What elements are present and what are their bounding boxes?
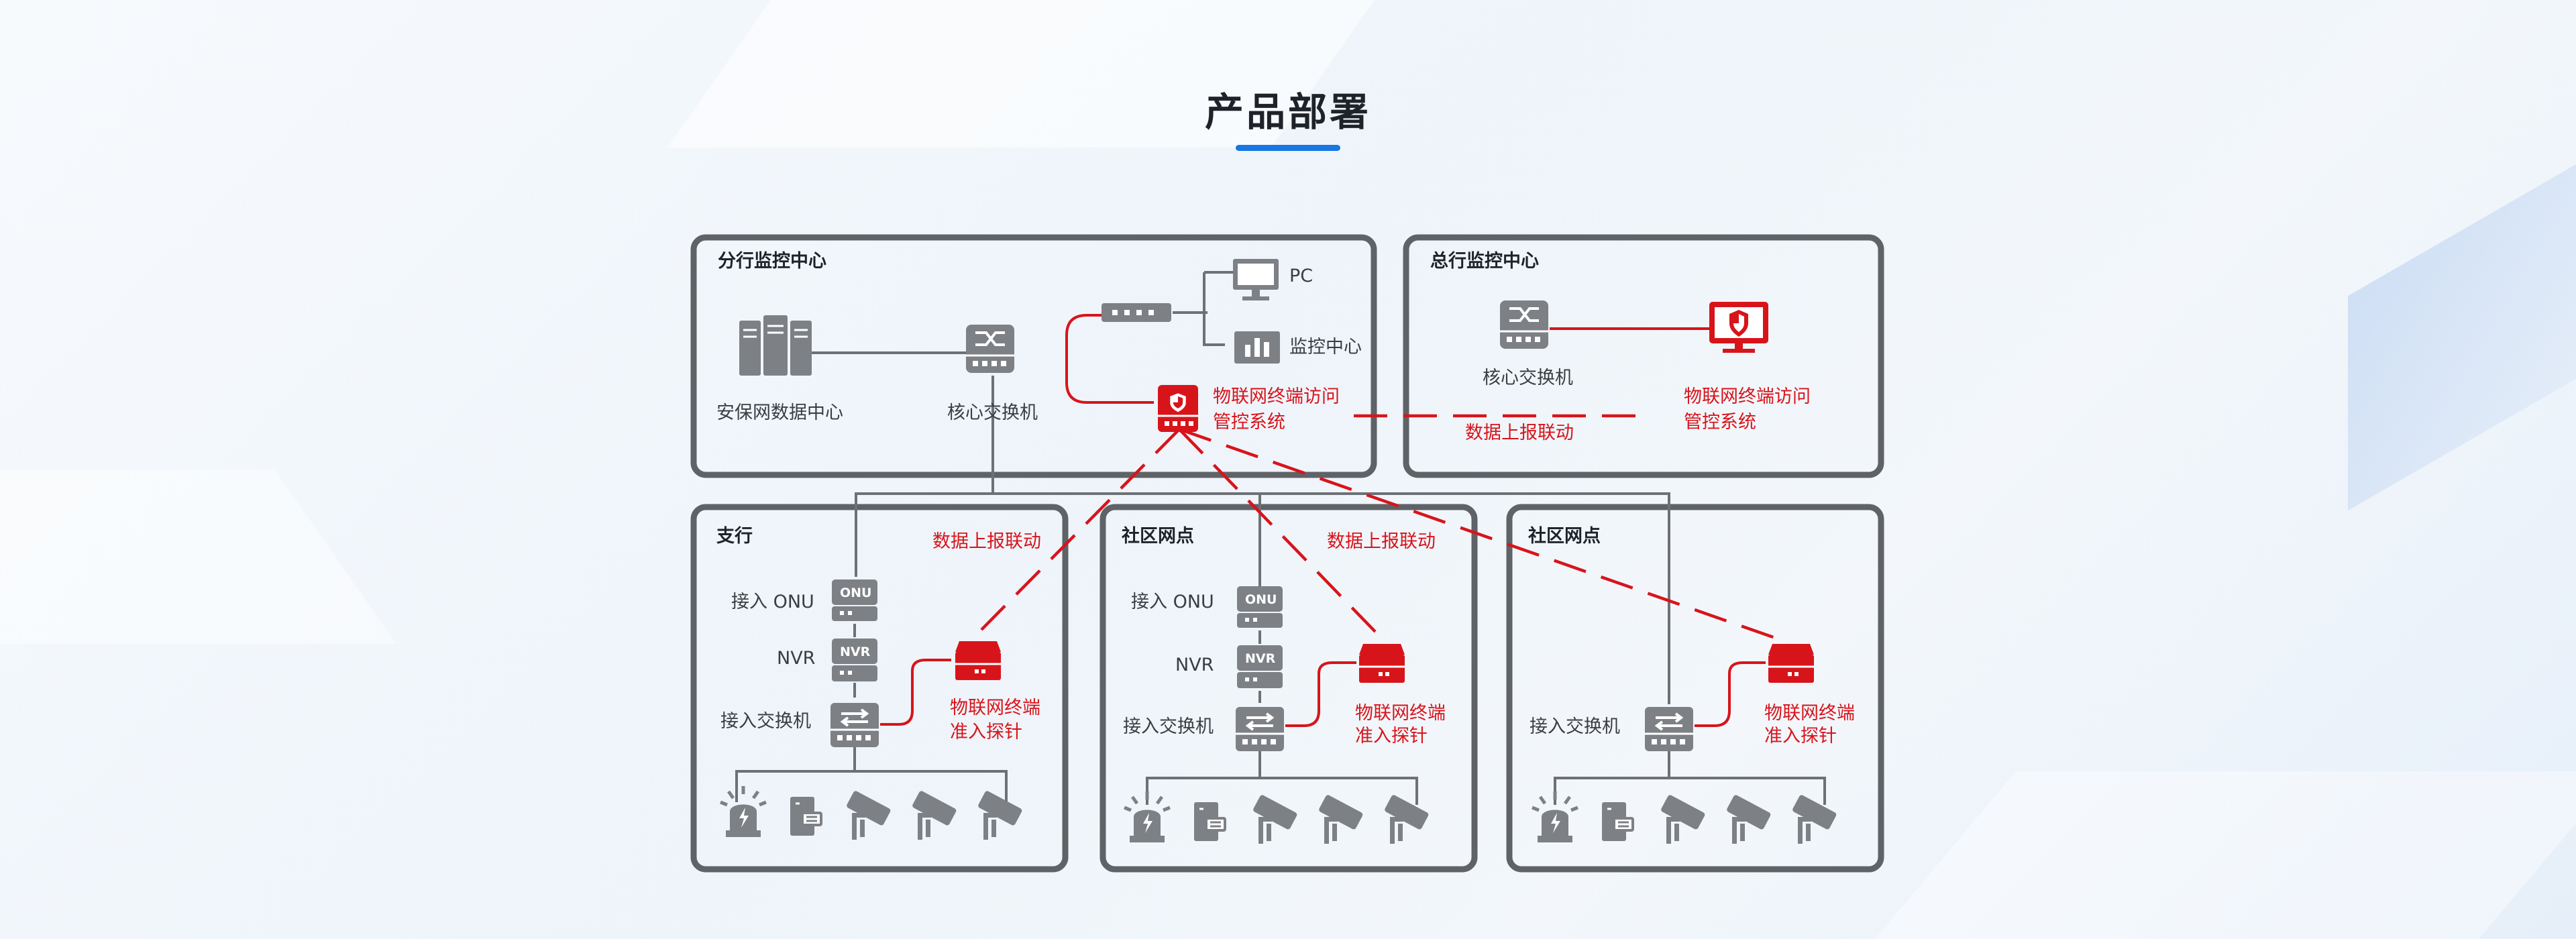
- hq-ems-label-1: 物联网终端访问: [1684, 386, 1811, 407]
- branch-ems-label-2: 管控系统: [1213, 412, 1285, 433]
- pc-icon: [1233, 259, 1279, 300]
- shield-monitor-icon: [1709, 302, 1768, 353]
- camera-icon: [911, 790, 957, 840]
- core-switch-icon: [965, 323, 1016, 374]
- camera-icon: [1252, 794, 1298, 844]
- community-1-title: 社区网点: [1122, 525, 1194, 547]
- card-reader-icon: [789, 795, 822, 837]
- onu-icon: ONU: [832, 579, 877, 621]
- alarm-light-icon: [1532, 791, 1578, 842]
- card-reader-icon: [1193, 801, 1226, 842]
- community-1-nvr-label: NVR: [1175, 655, 1214, 675]
- probe-icon: [1358, 643, 1406, 684]
- community-2-probe-label-1: 物联网终端: [1764, 703, 1855, 724]
- camera-icon: [977, 790, 1023, 840]
- svg-text:NVR: NVR: [840, 645, 871, 659]
- sub-branch-switch-label: 接入交换机: [720, 711, 811, 732]
- svg-text:ONU: ONU: [1245, 592, 1277, 607]
- monitor-center-icon: [1234, 331, 1280, 364]
- sub-branch-nvr-label: NVR: [777, 648, 815, 669]
- svg-text:NVR: NVR: [1245, 651, 1276, 666]
- camera-icon: [1791, 794, 1837, 844]
- monitor-center-label: 监控中心: [1289, 337, 1362, 357]
- page-title: 产品部署: [1204, 89, 1371, 135]
- community-1-report-label: 数据上报联动: [1327, 531, 1436, 552]
- probe-icon: [1767, 643, 1815, 684]
- community-branch-2-frame: [1506, 504, 1884, 873]
- sub-branch-report-label: 数据上报联动: [932, 531, 1041, 552]
- community-1-onu-label: 接入 ONU: [1131, 592, 1214, 612]
- alarm-light-icon: [1124, 791, 1170, 842]
- camera-icon: [1660, 794, 1706, 844]
- community-2-probe-label-2: 准入探针: [1764, 726, 1837, 747]
- probe-icon: [954, 640, 1002, 681]
- alarm-light-icon: [720, 786, 766, 837]
- access-switch-icon: [1644, 706, 1695, 753]
- sub-branch-probe-label-1: 物联网终端: [950, 698, 1040, 718]
- community-1-probe-label-1: 物联网终端: [1355, 703, 1446, 724]
- community-2-switch-label: 接入交换机: [1529, 716, 1620, 737]
- camera-icon: [1383, 794, 1430, 844]
- camera-icon: [845, 790, 892, 840]
- hq-ems-label-2: 管控系统: [1684, 412, 1756, 433]
- shield-terminal-icon: [1158, 385, 1198, 432]
- branch-ems-label-1: 物联网终端访问: [1213, 386, 1340, 407]
- community-2-title: 社区网点: [1528, 525, 1601, 547]
- sub-branch-frame: [690, 504, 1069, 873]
- community-1-probe-label-2: 准入探针: [1355, 726, 1428, 747]
- hq-core-switch-icon: [1499, 299, 1550, 350]
- title-underline: [1236, 145, 1340, 151]
- pc-label: PC: [1289, 266, 1313, 286]
- svg-text:ONU: ONU: [840, 586, 871, 600]
- access-switch-icon: [829, 702, 880, 749]
- report-link-label: 数据上报联动: [1465, 423, 1574, 443]
- card-reader-icon: [1601, 801, 1634, 842]
- nvr-icon: NVR: [1237, 645, 1283, 688]
- hq-monitor-center-frame: [1403, 234, 1884, 478]
- data-center-label: 安保网数据中心: [716, 402, 843, 423]
- camera-icon: [1318, 794, 1364, 844]
- access-switch-icon: [1234, 706, 1285, 753]
- sub-branch-title: 支行: [716, 525, 753, 547]
- onu-icon: ONU: [1237, 586, 1283, 628]
- branch-monitor-center-frame: [690, 234, 1377, 478]
- branch-core-switch-label: 核心交换机: [947, 402, 1038, 423]
- community-branch-1-frame: [1099, 504, 1478, 873]
- camera-icon: [1725, 794, 1772, 844]
- community-1-switch-label: 接入交换机: [1123, 716, 1214, 737]
- nvr-icon: NVR: [832, 639, 877, 681]
- sub-branch-probe-label-2: 准入探针: [950, 722, 1022, 742]
- hq-center-title: 总行监控中心: [1430, 250, 1539, 272]
- server-rack-icon: [739, 315, 812, 376]
- sub-branch-onu-label: 接入 ONU: [731, 592, 814, 612]
- router-icon: [1102, 303, 1171, 322]
- branch-center-title: 分行监控中心: [718, 250, 826, 272]
- hq-core-switch-label: 核心交换机: [1483, 368, 1573, 388]
